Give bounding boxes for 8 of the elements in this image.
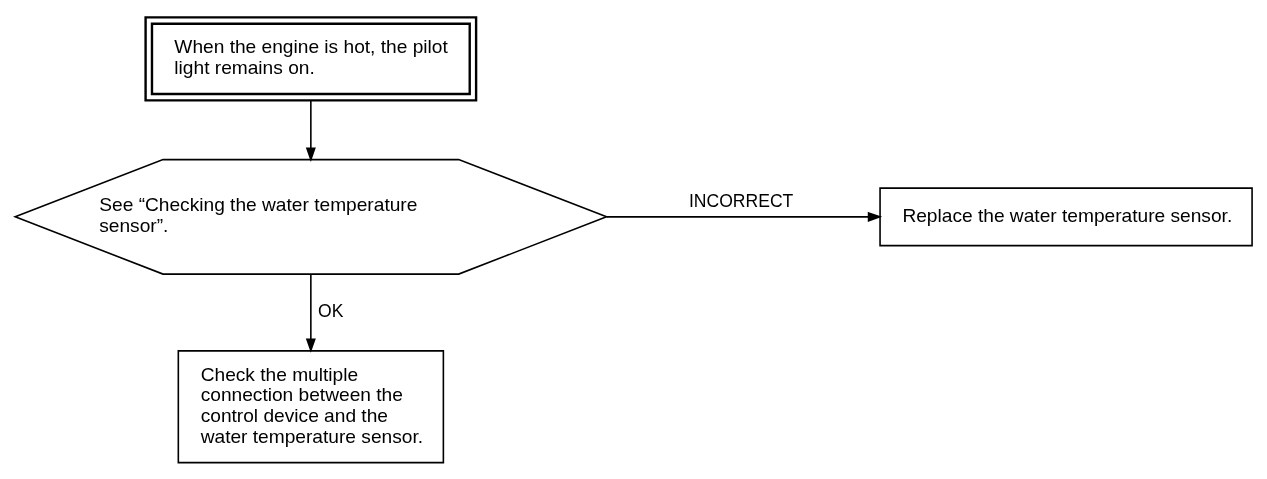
arrow xyxy=(305,273,316,353)
edge-label: OK xyxy=(318,300,344,321)
node-box: Check the multiple connection between the control device and the water temperature sensor. xyxy=(177,349,445,463)
edge-label: INCORRECT xyxy=(688,190,793,211)
arrow xyxy=(605,211,883,222)
node-box: When the engine is hot, the pilot light remains on. xyxy=(144,15,478,102)
arrow xyxy=(305,99,316,162)
node-box: Replace the water temperature sensor. xyxy=(879,186,1253,246)
